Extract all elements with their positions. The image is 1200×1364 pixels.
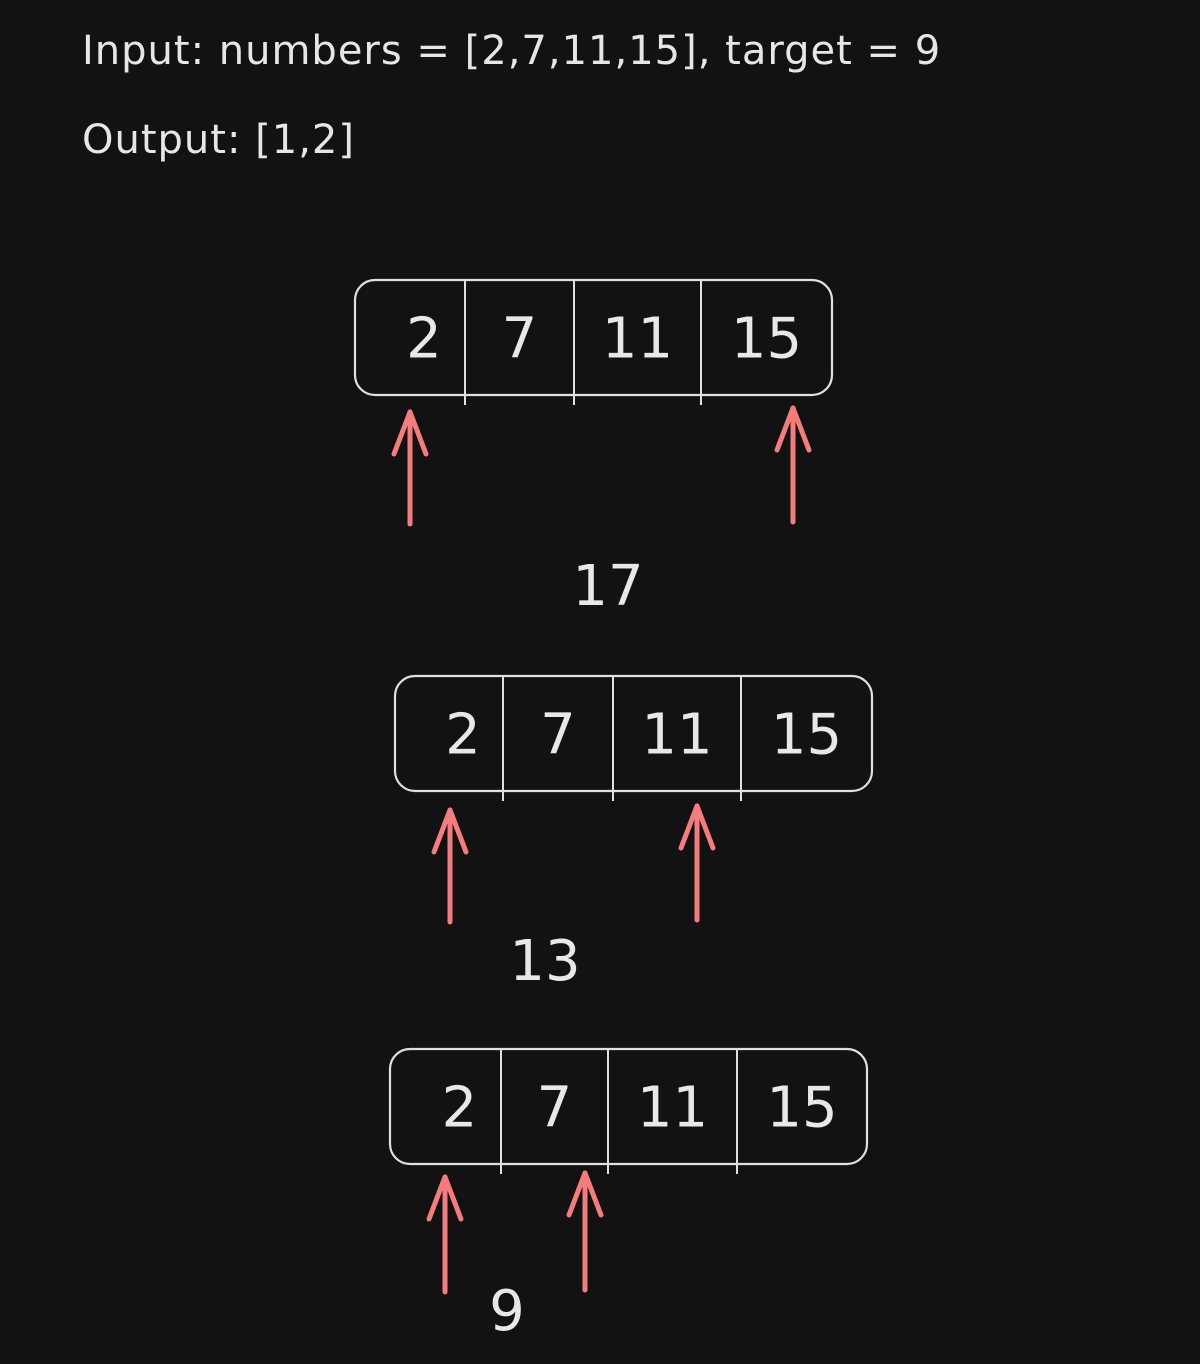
left-pointer-arrow: [431, 807, 469, 925]
array-cell-value: 11: [602, 307, 673, 372]
pointer-sum-label: 9: [489, 1279, 525, 1344]
array-cell-value: 2: [406, 307, 442, 372]
output-line: Output: [1,2]: [82, 117, 355, 163]
array-cell-value: 7: [537, 1076, 573, 1141]
array-cell-value: 15: [771, 703, 842, 768]
array-cell-value: 7: [502, 307, 538, 372]
pointer-head: [774, 405, 812, 453]
array-cell-value: 2: [442, 1076, 478, 1141]
array-cell-value: 11: [641, 703, 712, 768]
array-box: [353, 278, 834, 397]
left-pointer-arrow: [426, 1174, 464, 1295]
right-pointer-arrow: [566, 1170, 604, 1293]
array-cell-value: 15: [766, 1076, 837, 1141]
pointer-head: [678, 803, 716, 851]
array-box: [393, 674, 874, 793]
pointer-head: [391, 409, 429, 457]
pointer-head: [566, 1170, 604, 1218]
pointer-sum-label: 13: [509, 929, 580, 994]
array-cell-value: 7: [540, 703, 576, 768]
right-pointer-arrow: [678, 803, 716, 923]
pointer-sum-label: 17: [572, 554, 643, 619]
array-cell-value: 2: [445, 703, 481, 768]
input-line: Input: numbers = [2,7,11,15], target = 9: [82, 28, 942, 74]
array-cell-value: 11: [637, 1076, 708, 1141]
pointer-head: [431, 807, 469, 855]
pointer-head: [426, 1174, 464, 1222]
left-pointer-arrow: [391, 409, 429, 527]
array-cell-value: 15: [731, 307, 802, 372]
array-box: [388, 1047, 869, 1166]
right-pointer-arrow: [774, 405, 812, 525]
